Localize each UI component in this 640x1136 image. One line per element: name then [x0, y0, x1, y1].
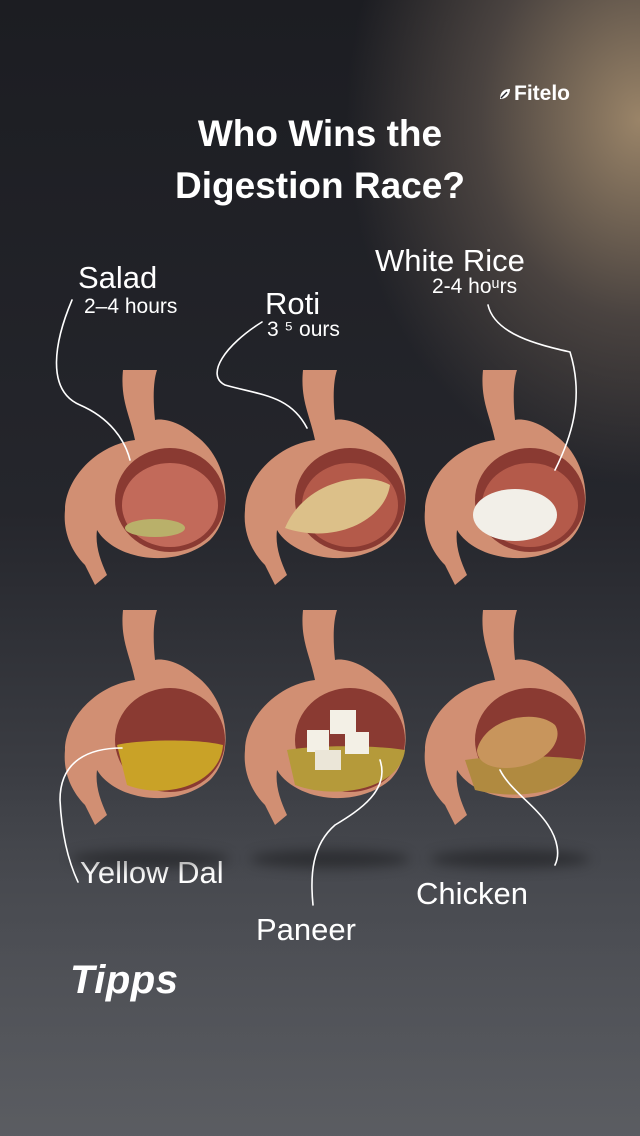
- brand-name: Fitelo: [514, 82, 570, 105]
- stomach-yellow-dal: [64, 610, 226, 825]
- connector-white-rice: [487, 304, 577, 471]
- salad-content: [125, 519, 185, 537]
- connector-chicken: [499, 769, 559, 866]
- shadow: [250, 850, 410, 868]
- connector-roti: [216, 321, 308, 429]
- stomach-white-rice: [424, 370, 586, 585]
- footer-tag: Tipps: [70, 958, 179, 1002]
- brand-logo: Fitelo: [498, 82, 570, 106]
- shadow: [430, 850, 590, 868]
- food-label-white-rice: White Rice: [375, 243, 525, 278]
- rice-content: [473, 489, 557, 541]
- food-time-salad: 2–4 hours: [84, 295, 178, 318]
- stomach-chicken: [424, 610, 586, 825]
- floor-gradient: [0, 780, 640, 1136]
- paneer-cube: [345, 732, 369, 754]
- food-label-paneer: Paneer: [256, 912, 356, 947]
- food-time-roti: 3 ⁵ ours: [267, 318, 340, 341]
- food-time-white-rice: 2-4 hoᵘrs: [432, 275, 518, 298]
- stomach-roti: [244, 370, 406, 585]
- food-label-salad: Salad: [78, 260, 158, 295]
- connector-yellow-dal: [59, 747, 123, 883]
- food-label-roti: Roti: [265, 286, 321, 321]
- roti-content: [285, 478, 390, 534]
- chicken-content: [477, 716, 558, 768]
- food-label-chicken: Chicken: [416, 876, 528, 911]
- stomach-salad: [64, 370, 226, 585]
- connector-salad: [55, 299, 131, 461]
- title-line-2: Digestion Race?: [175, 165, 465, 206]
- connector-paneer: [311, 759, 383, 906]
- food-label-yellow-dal: Yellow Dal: [80, 855, 224, 890]
- page-title: Who Wins the Digestion Race?: [0, 108, 640, 212]
- title-line-1: Who Wins the: [197, 113, 443, 154]
- paneer-cube: [330, 710, 356, 734]
- shadow: [70, 850, 230, 868]
- stomach-paneer: [244, 610, 406, 825]
- paneer-cube: [315, 750, 341, 770]
- dal-content: [117, 740, 223, 791]
- paneer-cube: [307, 730, 329, 752]
- fitelo-leaf-icon: [500, 89, 510, 99]
